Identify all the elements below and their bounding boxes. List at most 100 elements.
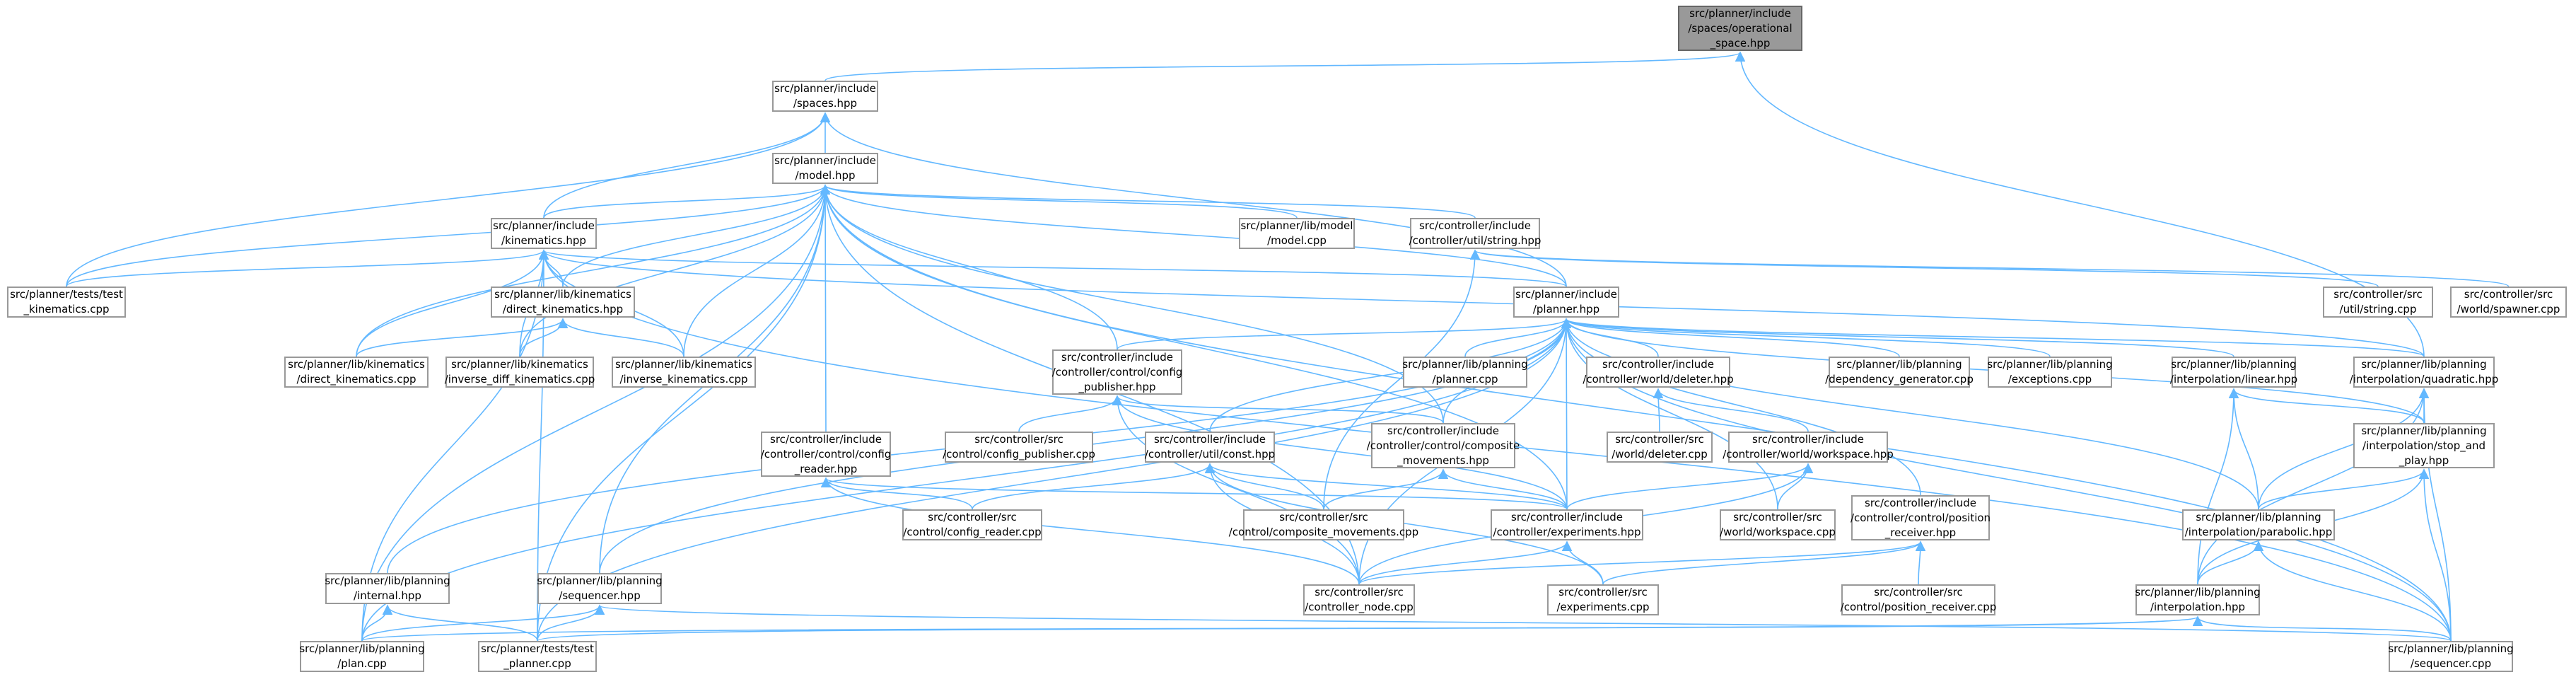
edge-quadratic-hpp-to-operational-space-hpp [1735, 51, 2425, 357]
edge-inverse-kinematics-cpp-to-direct-kinematics-hpp [557, 318, 684, 357]
node-experiments-cpp[interactable]: src/controller/src /experiments.cpp [1547, 584, 1659, 615]
edge-kinematics-hpp-to-model-hpp [543, 184, 831, 219]
node-test-planner-cpp[interactable]: src/planner/tests/test _planner.cpp [478, 641, 597, 672]
edge-position-receiver-hpp-to-planner-hpp [1561, 318, 1921, 496]
edge-config-reader-cpp-to-const-hpp [972, 463, 1216, 510]
edge-direct-kinematics-cpp-to-direct-kinematics-hpp [356, 318, 569, 357]
node-internal-hpp[interactable]: src/planner/lib/planning /internal.hpp [325, 573, 450, 604]
node-stop-and-play-hpp[interactable]: src/planner/lib/planning /interpolation/… [2353, 423, 2495, 468]
node-planner-hpp[interactable]: src/planner/include /planner.hpp [1513, 287, 1619, 318]
edge-position-receiver-cpp-to-position-receiver-hpp [1915, 540, 1926, 585]
edge-interpolation-hpp-to-linear-hpp [2197, 388, 2239, 585]
edge-sequencer-cpp-to-parabolic-hpp [2253, 540, 2452, 642]
node-parabolic-hpp[interactable]: src/planner/lib/planning /interpolation/… [2182, 509, 2335, 540]
edge-planner-hpp-to-spaces-hpp [820, 112, 1567, 287]
node-composite-movements-hpp[interactable]: src/controller/include /controller/contr… [1367, 423, 1520, 468]
edge-sequencer-cpp-to-stop-and-play-hpp [2418, 468, 2452, 642]
edge-composite-movements-cpp-to-string-hpp [1323, 249, 1481, 510]
edge-planner-hpp-to-model-hpp [820, 184, 1567, 287]
edge-config-publisher-hpp-to-planner-hpp [1117, 318, 1571, 350]
edge-string-cpp-to-string-hpp [1470, 249, 2379, 287]
edge-controller-node-cpp-to-config-publisher-hpp [1112, 395, 1360, 585]
node-direct-kinematics-cpp[interactable]: src/planner/lib/kinematics /direct_kinem… [284, 357, 429, 388]
node-linear-hpp[interactable]: src/planner/lib/planning /interpolation/… [2170, 357, 2297, 388]
edge-composite-movements-cpp-to-const-hpp [1204, 463, 1324, 510]
edge-experiments-hpp-to-config-reader-hpp [821, 477, 1568, 510]
edge-experiments-cpp-to-const-hpp [1204, 463, 1604, 585]
node-quadratic-hpp[interactable]: src/planner/lib/planning /interpolation/… [2350, 357, 2498, 388]
node-config-publisher-cpp[interactable]: src/controller/src /control/config_publi… [943, 432, 1095, 463]
node-inverse-kinematics-cpp[interactable]: src/planner/lib/kinematics /inverse_kine… [612, 357, 756, 388]
edge-model-cpp-to-model-hpp [820, 184, 1298, 219]
edge-composite-movements-cpp-to-composite-movements-hpp [1323, 468, 1449, 510]
node-model-hpp[interactable]: src/planner/include /model.hpp [772, 153, 878, 184]
edge-experiments-cpp-to-position-receiver-hpp [1602, 540, 1925, 585]
node-deleter-cpp[interactable]: src/controller/src /world/deleter.cpp [1607, 432, 1713, 463]
edge-interpolation-hpp-to-quadratic-hpp [2197, 388, 2430, 585]
edge-parabolic-hpp-to-stop-and-play-hpp [2258, 468, 2430, 510]
node-workspace-hpp[interactable]: src/controller/include /controller/world… [1723, 432, 1894, 463]
edge-parabolic-hpp-to-planner-hpp [1561, 318, 2259, 510]
edge-string-hpp-to-model-hpp [820, 184, 1476, 219]
node-experiments-hpp[interactable]: src/controller/include /controller/exper… [1491, 509, 1643, 540]
edge-sequencer-cpp-to-sequencer-hpp [595, 604, 2452, 642]
node-position-receiver-hpp[interactable]: src/controller/include /controller/contr… [1851, 495, 1991, 540]
node-test-kinematics-cpp[interactable]: src/planner/tests/test _kinematics.cpp [7, 287, 126, 318]
edge-linear-hpp-to-planner-hpp [1561, 318, 2234, 357]
edge-plan-cpp-to-internal-hpp [361, 604, 393, 642]
edge-dependency-generator-cpp-to-planner-hpp [1561, 318, 1900, 357]
node-inverse-diff-kinematics-cpp[interactable]: src/planner/lib/kinematics /inverse_diff… [445, 357, 595, 388]
node-sequencer-hpp[interactable]: src/planner/lib/planning /sequencer.hpp [537, 573, 663, 604]
edge-planner-hpp-to-kinematics-hpp [539, 249, 1567, 287]
edge-test-kinematics-cpp-to-kinematics-hpp [66, 249, 549, 287]
edge-sequencer-cpp-to-model-hpp [820, 184, 2452, 642]
node-controller-node-cpp[interactable]: src/controller/src /controller_node.cpp [1303, 584, 1415, 615]
edge-experiments-hpp-to-workspace-hpp [1566, 463, 1814, 510]
node-model-cpp[interactable]: src/planner/lib/model /model.cpp [1239, 218, 1355, 249]
node-config-publisher-hpp[interactable]: src/controller/include /controller/contr… [1052, 349, 1182, 395]
node-kinematics-hpp[interactable]: src/planner/include /kinematics.hpp [491, 218, 597, 249]
node-sequencer-cpp[interactable]: src/planner/lib/planning /sequencer.cpp [2388, 641, 2514, 672]
node-workspace-cpp[interactable]: src/controller/src /world/workspace.cpp [1720, 509, 1836, 540]
edge-experiments-hpp-to-composite-movements-hpp [1438, 468, 1568, 510]
edge-inverse-kinematics-cpp-to-model-hpp [683, 184, 831, 357]
edge-controller-node-cpp-to-config-reader-hpp [820, 477, 1360, 585]
edge-controller-node-cpp-to-experiments-hpp [1358, 540, 1573, 585]
edge-spawner-cpp-to-string-hpp [1470, 249, 2510, 287]
edge-exceptions-cpp-to-planner-hpp [1561, 318, 2051, 357]
edge-spaces-hpp-to-operational-space-hpp [824, 51, 1745, 81]
node-operational-space-hpp[interactable]: src/planner/include /spaces/operational … [1678, 6, 1802, 51]
node-config-reader-hpp[interactable]: src/controller/include /controller/contr… [761, 432, 891, 477]
edge-composite-movements-hpp-to-config-publisher-hpp [1112, 395, 1444, 424]
node-deleter-hpp[interactable]: src/controller/include /controller/world… [1583, 357, 1734, 388]
edge-experiments-cpp-to-experiments-hpp [1561, 540, 1604, 585]
node-string-cpp[interactable]: src/controller/src /util/string.cpp [2323, 287, 2433, 318]
edge-const-hpp-to-planner-hpp [1209, 318, 1572, 432]
node-interpolation-hpp[interactable]: src/planner/lib/planning /interpolation.… [2135, 584, 2261, 615]
edge-plan-cpp-to-sequencer-hpp [361, 604, 605, 642]
edge-config-reader-cpp-to-config-reader-hpp [820, 477, 973, 510]
edge-experiments-hpp-to-planner-hpp [1561, 318, 1572, 510]
edge-parabolic-hpp-to-quadratic-hpp [2258, 388, 2430, 510]
edge-plan-cpp-to-model-hpp [361, 184, 831, 642]
node-direct-kinematics-hpp[interactable]: src/planner/lib/kinematics /direct_kinem… [491, 287, 635, 318]
node-string-hpp[interactable]: src/controller/include /controller/util/… [1409, 218, 1541, 249]
node-spaces-hpp[interactable]: src/planner/include /spaces.hpp [772, 81, 878, 112]
edge-stop-and-play-hpp-to-linear-hpp [2228, 388, 2425, 424]
node-exceptions-cpp[interactable]: src/planner/lib/planning /exceptions.cpp [1987, 357, 2113, 388]
node-dependency-generator-cpp[interactable]: src/planner/lib/planning /dependency_gen… [1825, 357, 1974, 388]
node-const-hpp[interactable]: src/controller/include /controller/util/… [1145, 432, 1275, 463]
edge-experiments-hpp-to-const-hpp [1205, 463, 1568, 510]
edge-workspace-cpp-to-planner-hpp [1561, 318, 1778, 510]
edge-test-planner-cpp-to-interpolation-hpp [537, 615, 2203, 642]
node-position-receiver-cpp[interactable]: src/controller/src /control/position_rec… [1841, 584, 1996, 615]
node-planner-cpp[interactable]: src/planner/lib/planning /planner.cpp [1402, 357, 1528, 388]
edge-sequencer-cpp-to-interpolation-hpp [2192, 615, 2452, 642]
node-config-reader-cpp[interactable]: src/controller/src /control/config_reade… [902, 509, 1042, 540]
node-plan-cpp[interactable]: src/planner/lib/planning /plan.cpp [299, 641, 425, 672]
node-spawner-cpp[interactable]: src/controller/src /world/spawner.cpp [2450, 287, 2567, 318]
edge-interpolation-hpp-to-parabolic-hpp [2197, 540, 2264, 585]
node-composite-movements-cpp[interactable]: src/controller/src /control/composite_mo… [1229, 509, 1418, 540]
